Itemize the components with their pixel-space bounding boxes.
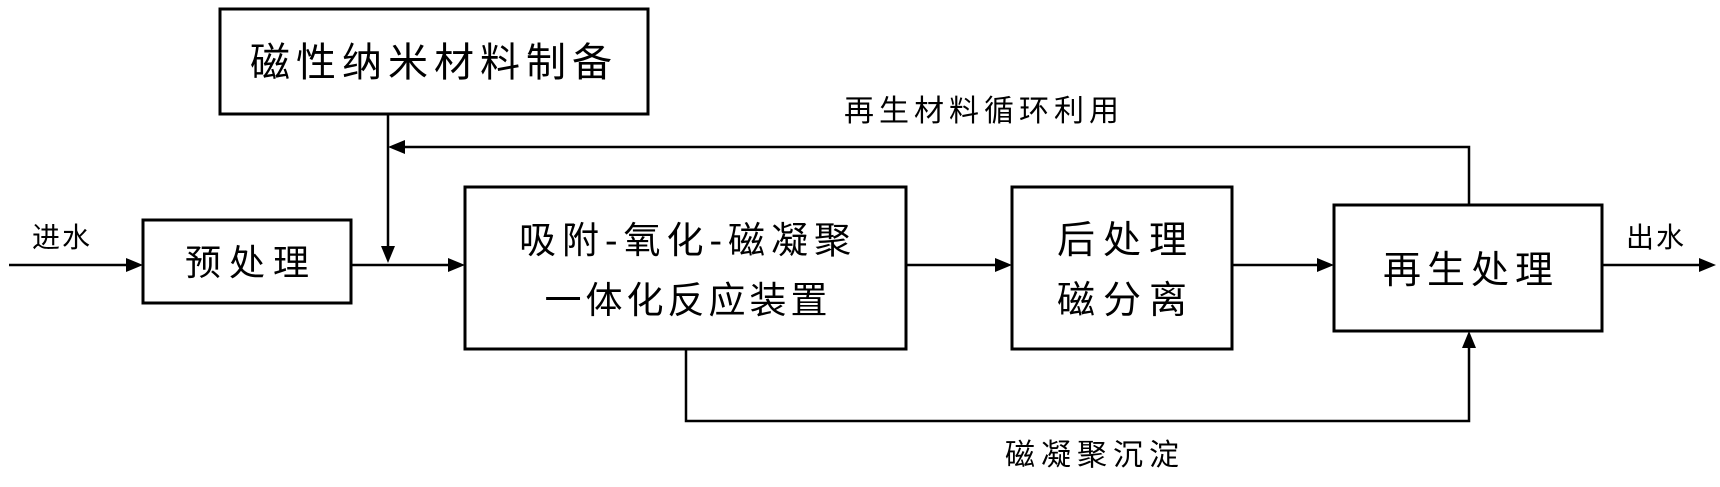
post-treatment-label-line2: 磁分离	[1057, 278, 1195, 322]
post-treatment-box	[1010, 185, 1234, 351]
sediment-label: 磁凝聚沉淀	[1005, 438, 1185, 473]
recycle-line	[402, 145, 1471, 205]
recycle-label: 再生材料循环利用	[844, 94, 1124, 129]
sediment-arrowhead	[1462, 331, 1476, 348]
reactor-to-post-arrowhead	[995, 258, 1012, 272]
outflow-arrowhead	[1699, 258, 1716, 272]
sediment-arrow: 磁凝聚沉淀	[684, 331, 1476, 473]
material-prep-label: 磁性纳米材料制备	[250, 40, 618, 86]
pretreatment-node: 预处理	[141, 218, 353, 305]
post-treatment-label-line1: 后处理	[1057, 218, 1195, 262]
regeneration-label: 再生处理	[1383, 248, 1559, 292]
material-prep-box	[218, 7, 650, 116]
material-feed-arrow	[381, 114, 395, 263]
pretreatment-box	[141, 218, 353, 305]
material-prep-node: 磁性纳米材料制备	[218, 7, 650, 116]
reactor-label-line1: 吸附-氧化-磁凝聚	[519, 219, 857, 262]
sediment-line	[684, 345, 1471, 423]
outflow-label: 出水	[1626, 221, 1686, 254]
material-feed-arrowhead	[381, 246, 395, 263]
reactor-label-line2: 一体化反应装置	[545, 279, 832, 322]
inflow-label: 进水	[32, 221, 92, 254]
recycle-arrowhead	[388, 140, 405, 154]
reactor-to-post-arrow	[906, 258, 1012, 272]
pretreatment-to-reactor-arrowhead	[448, 258, 465, 272]
reactor-node: 吸附-氧化-磁凝聚 一体化反应装置	[463, 185, 908, 351]
post-treatment-node: 后处理 磁分离	[1010, 185, 1234, 351]
recycle-arrow: 再生材料循环利用	[388, 94, 1471, 205]
pretreatment-label: 预处理	[185, 243, 317, 284]
outflow-arrow: 出水	[1602, 221, 1716, 272]
reactor-box	[463, 185, 908, 351]
inflow-arrow: 进水	[9, 221, 143, 272]
inflow-arrowhead	[126, 258, 143, 272]
regeneration-node: 再生处理	[1332, 203, 1604, 333]
pretreatment-to-reactor-arrow	[351, 258, 465, 272]
post-to-regeneration-arrow	[1232, 258, 1334, 272]
post-to-regeneration-arrowhead	[1317, 258, 1334, 272]
